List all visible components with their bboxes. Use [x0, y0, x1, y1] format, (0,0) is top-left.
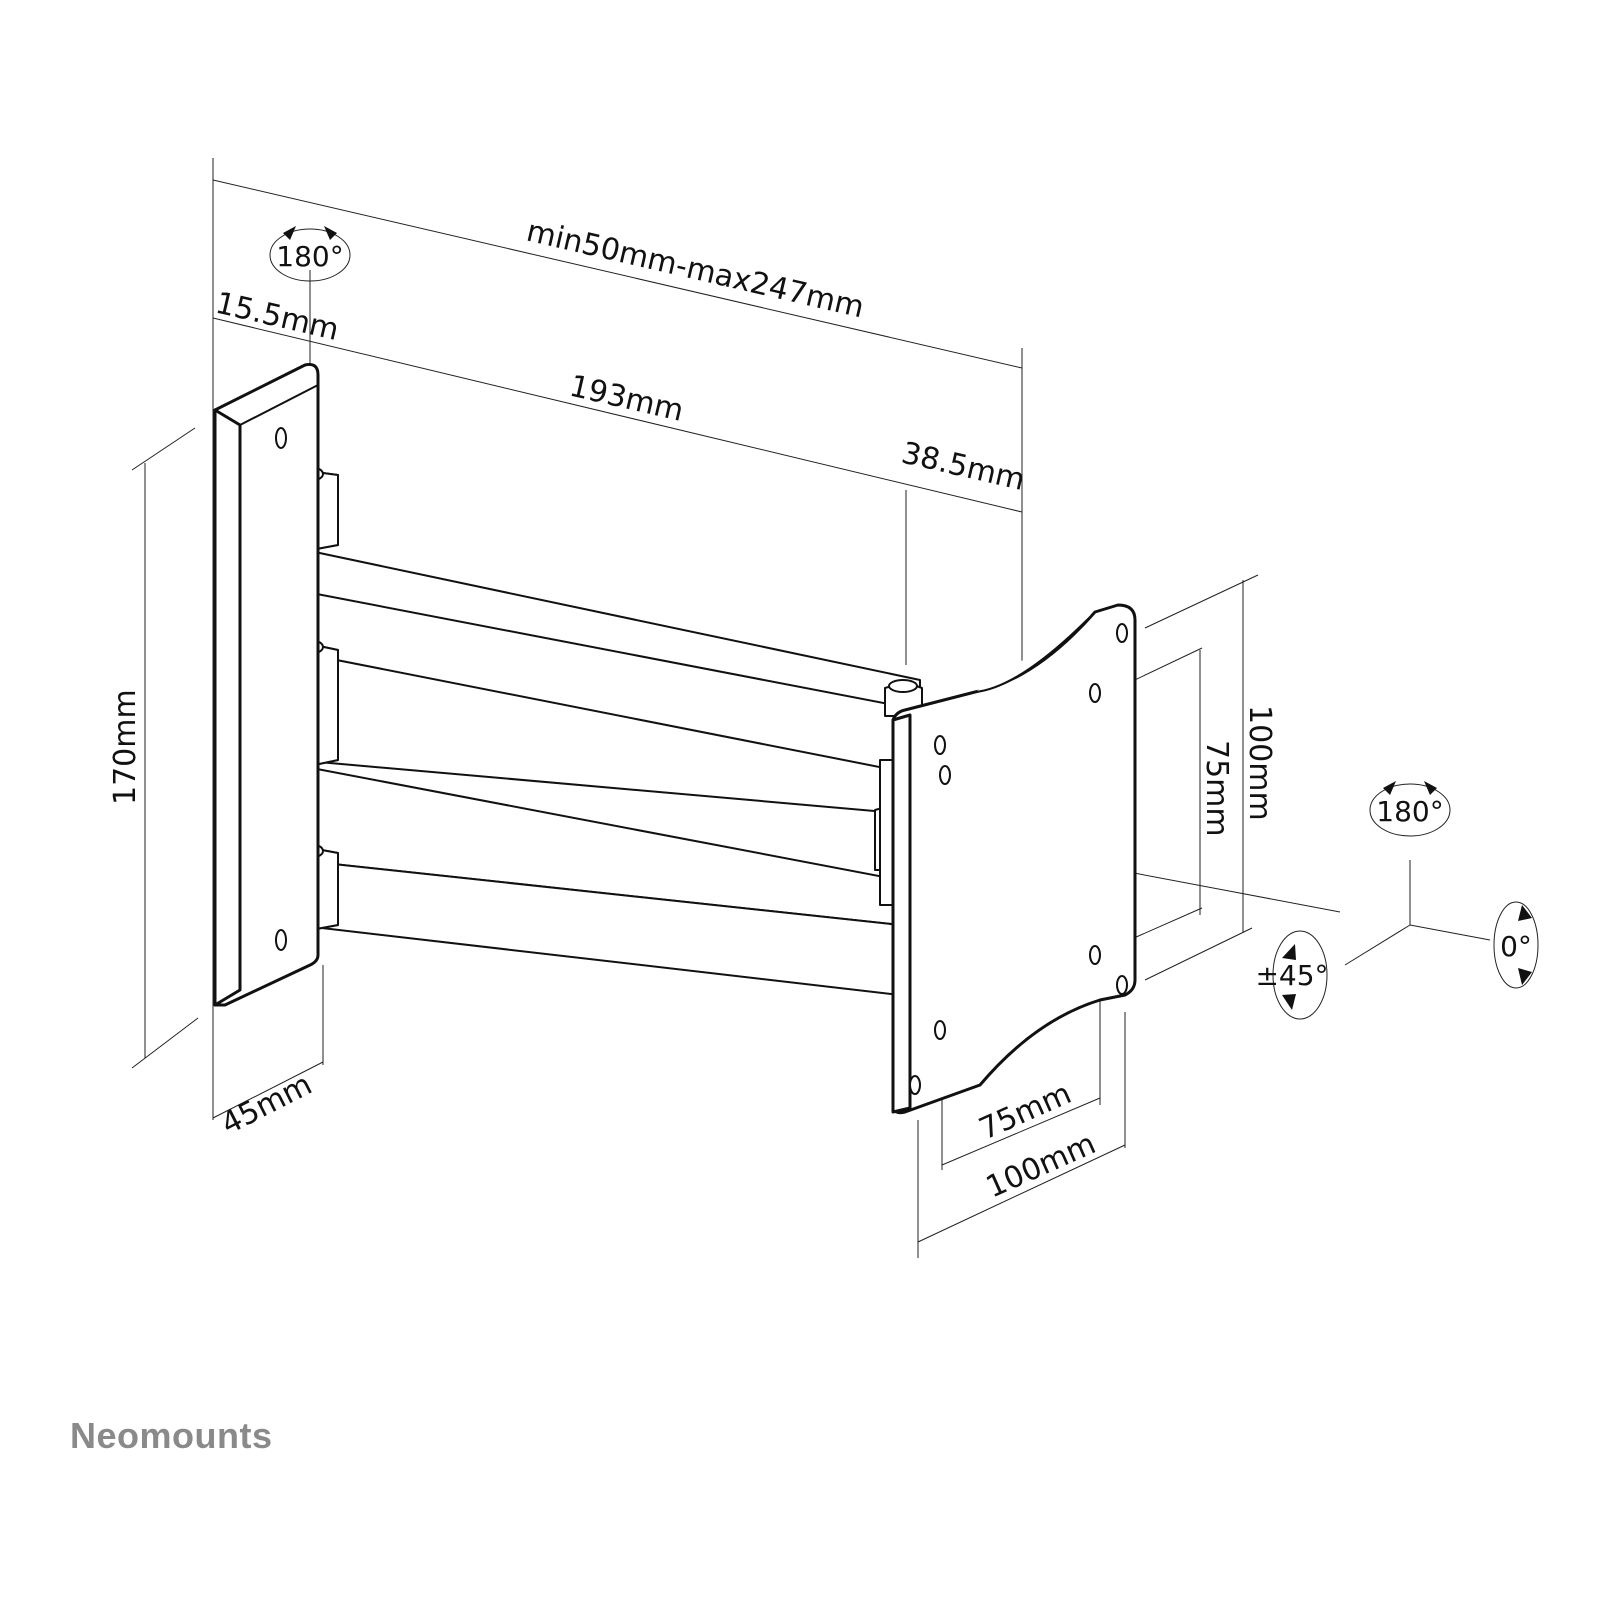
- vesa-hole: [1116, 623, 1128, 643]
- wall-plate-bottom-hole: [275, 929, 287, 951]
- vesa-inner-height-label: 75mm: [1199, 740, 1234, 837]
- brand-logo-text: Neomounts: [70, 1415, 273, 1456]
- plate-height-label: 170mm: [108, 689, 143, 805]
- tilt-label: ±45°: [1255, 959, 1328, 992]
- rotate-label: 0°: [1500, 930, 1532, 963]
- tilt-badge: ±45°: [1255, 930, 1329, 1020]
- vesa-outer-height-label: 100mm: [1242, 705, 1277, 821]
- plate-depth-label: 45mm: [216, 1067, 318, 1142]
- vesa-hole: [1116, 975, 1128, 995]
- arm-swivel-label: 180°: [276, 240, 343, 273]
- head-swivel-badge: 180°: [1369, 781, 1451, 837]
- head-offset-label: 38.5mm: [898, 436, 1028, 498]
- vesa-hole: [909, 1075, 921, 1095]
- arm-swivel-badge: 180°: [269, 226, 351, 282]
- vesa-plate: [891, 603, 1137, 1115]
- rotate-badge: 0°: [1493, 901, 1539, 989]
- wall-plate-top-hole: [275, 427, 287, 449]
- vesa-hole: [1089, 683, 1101, 703]
- wall-plate: [213, 363, 320, 1007]
- dimension-lines: [131, 158, 1491, 1258]
- arm-length-label: 193mm: [566, 369, 687, 429]
- head-swivel-label: 180°: [1376, 795, 1443, 828]
- articulating-arm: [257, 465, 923, 996]
- extension-dimension-label: min50mm-max247mm: [523, 214, 867, 326]
- wall-plate-offset-label: 15.5mm: [212, 286, 342, 348]
- vesa-hole: [1089, 945, 1101, 965]
- vesa-hole: [939, 765, 951, 785]
- vesa-hole: [934, 735, 946, 755]
- vesa-hole: [934, 1020, 946, 1040]
